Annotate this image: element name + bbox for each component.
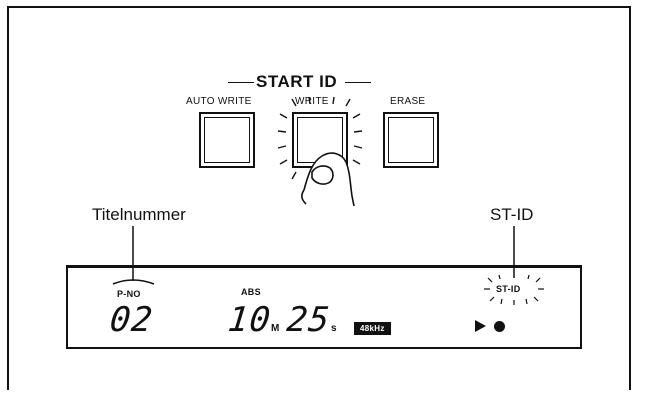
play-icon — [475, 320, 486, 332]
minutes-value: 10 — [226, 303, 273, 337]
seconds-value: 25 — [285, 303, 332, 337]
st-id-indicator: ST-ID — [496, 284, 521, 294]
seconds-unit: s — [331, 323, 337, 334]
st-id-label: ST-ID — [490, 205, 533, 225]
abs-label: ABS — [241, 287, 261, 297]
sample-rate-badge: 48kHz — [354, 322, 391, 335]
titelnummer-label: Titelnummer — [92, 205, 186, 225]
record-icon — [494, 321, 505, 332]
pno-label: P-NO — [117, 289, 141, 299]
minutes-unit: M — [271, 323, 279, 334]
finger-icon — [302, 153, 354, 206]
pno-value: 02 — [108, 303, 155, 337]
